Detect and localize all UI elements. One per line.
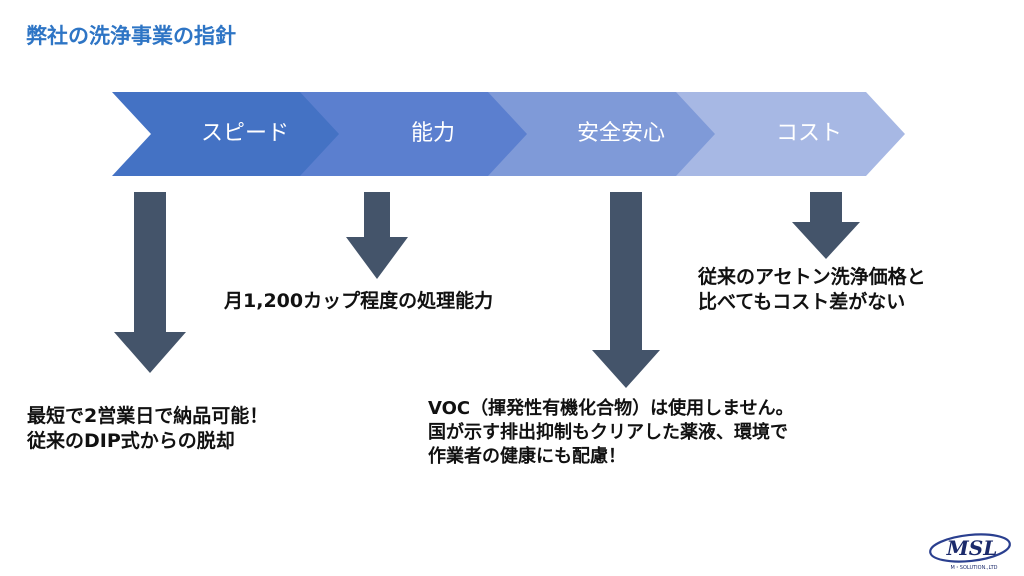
chevron-safety — [488, 92, 717, 176]
step-label-capacity: 能力 — [410, 121, 455, 146]
note-safety-line: 国が示す排出抑制もクリアした薬液、環境で — [428, 422, 788, 443]
note-cost: 従来のアセトン洗浄価格と 比べてもコスト差がない — [698, 265, 926, 315]
company-logo: MSL M・SOLUTION.,LTD — [929, 533, 1011, 571]
note-speed-line: 従来のDIP式からの脱却 — [27, 430, 235, 452]
logo-subtitle: M・SOLUTION.,LTD — [950, 565, 997, 571]
chevron-speed — [112, 92, 341, 176]
chevron-capacity — [300, 92, 529, 176]
note-cost-line: 従来のアセトン洗浄価格と — [698, 266, 926, 288]
step-label-cost: コスト — [775, 121, 842, 146]
step-label-speed: スピード — [200, 121, 289, 146]
logo-mark: MSL — [946, 536, 998, 560]
note-safety-line: VOC（揮発性有機化合物）は使用しません。 — [428, 398, 794, 419]
down-arrow-cost-icon — [792, 192, 860, 259]
page-title: 弊社の洗浄事業の指針 — [26, 24, 236, 48]
down-arrow-capacity-icon — [346, 192, 408, 279]
note-speed-line: 最短で2営業日で納品可能！ — [27, 405, 269, 427]
note-safety-line: 作業者の健康にも配慮！ — [428, 446, 626, 467]
down-arrow-safety-icon — [592, 192, 660, 388]
note-capacity: 月1,200カップ程度の処理能力 — [224, 289, 493, 314]
down-arrow-speed-icon — [114, 192, 186, 373]
note-capacity-line: 月1,200カップ程度の処理能力 — [224, 290, 494, 312]
note-safety: VOC（揮発性有機化合物）は使用しません。 国が示す排出抑制もクリアした薬液、環… — [428, 397, 794, 469]
step-label-safety: 安全安心 — [576, 121, 665, 146]
note-speed: 最短で2営業日で納品可能！ 従来のDIP式からの脱却 — [27, 404, 268, 454]
chevron-cost — [676, 92, 905, 176]
process-chevrons — [112, 92, 905, 176]
note-cost-line: 比べてもコスト差がない — [698, 291, 906, 313]
